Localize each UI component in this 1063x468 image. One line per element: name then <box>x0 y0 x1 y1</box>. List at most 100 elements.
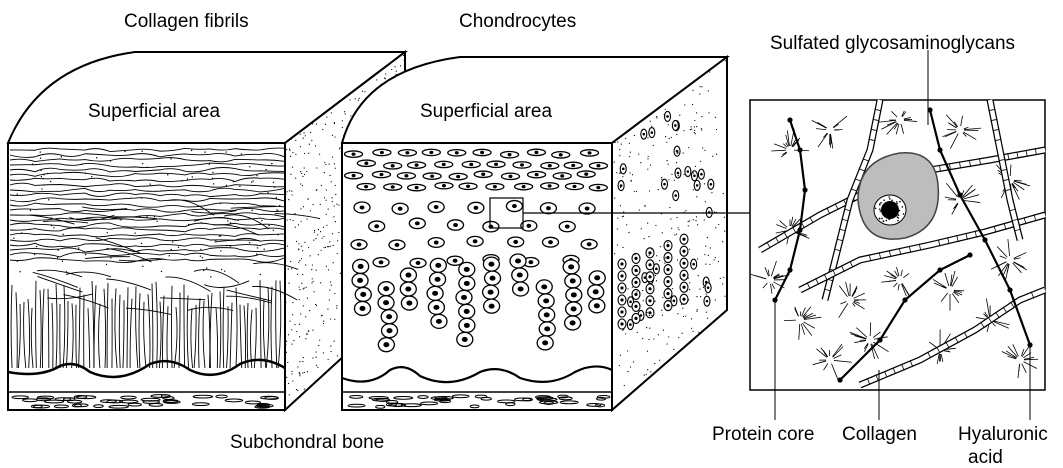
side-stipple <box>312 204 313 205</box>
side-stipple <box>302 372 303 373</box>
side-stipple <box>622 176 623 177</box>
chondrocyte-nucleus <box>442 184 446 187</box>
side-stipple <box>312 330 313 331</box>
side-stipple <box>334 205 335 206</box>
chromatin-dot <box>902 206 904 208</box>
side-stipple <box>288 268 289 269</box>
side-stipple <box>305 338 306 339</box>
chondrocyte-nucleus <box>548 240 553 244</box>
side-stipple <box>323 236 324 237</box>
side-stipple <box>667 164 668 165</box>
side-stipple <box>655 225 656 226</box>
side-stipple <box>286 219 287 220</box>
side-stipple <box>324 197 325 198</box>
matrix-dot <box>142 266 143 267</box>
chromatin-dot <box>888 196 890 198</box>
chondrocyte-nucleus <box>435 263 441 268</box>
side-stipple <box>696 216 697 217</box>
side-stipple <box>320 204 321 205</box>
side-stipple <box>285 302 286 303</box>
side-stipple <box>667 242 668 243</box>
matrix-dot <box>209 163 210 164</box>
side-stipple <box>306 334 307 335</box>
side-stipple <box>342 120 343 121</box>
side-column-nucleus <box>620 262 623 265</box>
side-stipple <box>289 148 290 149</box>
side-stipple <box>301 283 302 284</box>
side-stipple <box>304 242 305 243</box>
chondrocyte-nucleus <box>517 272 523 277</box>
side-stipple <box>704 254 705 255</box>
side-stipple <box>617 228 618 229</box>
superficial-area-left-label: Superficial area <box>88 102 220 121</box>
side-stipple <box>311 269 312 270</box>
side-stipple <box>306 171 307 172</box>
side-stipple <box>718 224 719 225</box>
chondrocyte-nucleus <box>593 289 599 294</box>
side-stipple <box>633 361 634 362</box>
side-stipple <box>655 275 656 276</box>
side-stipple <box>291 373 292 374</box>
side-stipple <box>323 320 324 321</box>
link-protein <box>797 227 802 232</box>
side-stipple <box>710 290 711 291</box>
side-stipple <box>394 66 395 67</box>
chondrocyte-nucleus <box>405 287 411 292</box>
side-stipple <box>676 162 677 163</box>
side-chondrocyte-nucleus <box>700 173 703 176</box>
matrix-dot <box>120 219 121 220</box>
side-chondrocyte-nucleus <box>629 323 632 326</box>
chondrocyte-nucleus <box>541 284 547 289</box>
side-stipple <box>642 338 643 339</box>
side-stipple <box>694 132 695 133</box>
side-stipple <box>679 115 680 116</box>
chondrocyte-nucleus <box>383 300 389 305</box>
side-stipple <box>695 220 696 221</box>
side-stipple <box>654 363 655 364</box>
side-stipple <box>335 221 336 222</box>
chondrocyte-nucleus <box>546 206 551 210</box>
side-stipple <box>330 246 331 247</box>
side-stipple <box>336 204 337 205</box>
side-stipple <box>685 210 686 211</box>
side-stipple <box>335 185 336 186</box>
side-stipple <box>700 296 701 297</box>
chondrocyte-nucleus <box>379 173 383 176</box>
side-stipple <box>696 310 697 311</box>
side-stipple <box>701 116 702 117</box>
side-stipple <box>668 336 669 337</box>
side-stipple <box>664 114 665 115</box>
side-stipple <box>707 237 708 238</box>
side-stipple <box>647 312 648 313</box>
chondrocyte-nucleus <box>570 320 576 325</box>
side-stipple <box>718 261 719 262</box>
side-stipple <box>309 310 310 311</box>
matrix-dot <box>43 174 44 175</box>
matrix-dot <box>277 234 278 235</box>
chondrocyte-nucleus <box>461 295 467 300</box>
side-stipple <box>701 86 702 87</box>
side-stipple <box>616 172 617 173</box>
side-column-nucleus <box>634 293 637 296</box>
matrix-dot <box>249 166 250 167</box>
side-stipple <box>705 264 706 265</box>
side-stipple <box>310 210 311 211</box>
side-stipple <box>692 90 693 91</box>
matrix-dot <box>249 242 250 243</box>
chondrocyte-nucleus <box>522 185 526 188</box>
chondrocyte-nucleus <box>594 275 600 280</box>
side-stipple <box>648 156 649 157</box>
side-column-nucleus <box>648 263 651 266</box>
matrix-dot <box>220 203 221 204</box>
side-stipple <box>304 389 305 390</box>
matrix-dot <box>187 178 188 179</box>
side-chondrocyte-nucleus <box>651 131 654 134</box>
side-stipple <box>691 129 692 130</box>
side-stipple <box>394 60 395 61</box>
chondrocyte-nucleus <box>528 260 533 264</box>
side-stipple <box>695 133 696 134</box>
side-stipple <box>651 248 652 249</box>
side-stipple <box>700 161 701 162</box>
chromatin-dot <box>888 218 890 220</box>
matrix-dot <box>32 164 33 165</box>
